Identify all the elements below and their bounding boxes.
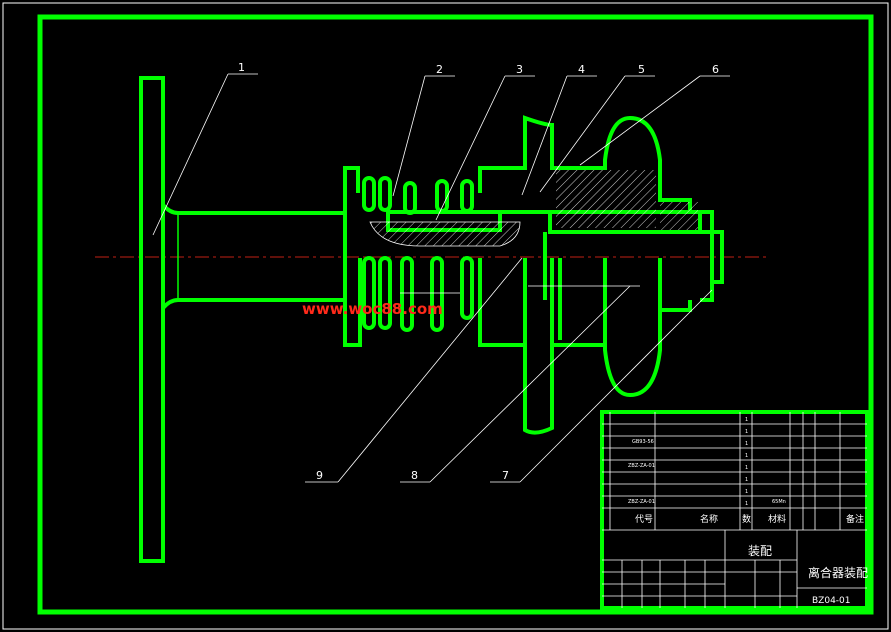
part-row-qty: 1 xyxy=(745,441,748,447)
hatched-hub xyxy=(556,170,656,228)
part-row-qty: 1 xyxy=(745,465,748,471)
balloon-6: 6 xyxy=(712,63,719,76)
part-row-qty: 1 xyxy=(745,489,748,495)
part-row-qty: 1 xyxy=(745,453,748,459)
spring-lower xyxy=(362,256,474,332)
drawing-number: BZ04-01 xyxy=(812,596,851,606)
spring-upper xyxy=(362,176,474,215)
balloon-9: 9 xyxy=(316,469,323,482)
balloon-4: 4 xyxy=(578,63,585,76)
header-qty: 数 xyxy=(742,513,751,525)
balloon-8: 8 xyxy=(411,469,418,482)
watermark: www.woc88.com xyxy=(302,300,443,318)
part-row-qty: 1 xyxy=(745,417,748,423)
hatched-sleeve xyxy=(369,221,521,247)
header-name: 名称 xyxy=(700,513,718,525)
clutch-body xyxy=(343,115,724,435)
balloon-1: 1 xyxy=(238,61,245,74)
part-row-material: 65Mn xyxy=(772,499,786,505)
balloon-5: 5 xyxy=(638,63,645,76)
part-row-code: ZBZ-ZA-01 xyxy=(628,463,655,469)
header-remark: 备注 xyxy=(846,513,864,525)
balloon-7: 7 xyxy=(502,469,509,482)
part-row-qty: 1 xyxy=(745,429,748,435)
part-row-code: ZBZ-ZA-01 xyxy=(628,499,655,505)
title-block: GB93-56 ZBZ-ZA-01 ZBZ-ZA-01 65Mn 1 1 1 1… xyxy=(600,410,869,610)
lower-hub xyxy=(558,258,662,340)
part-row-qty: 1 xyxy=(745,477,748,483)
drawing-border xyxy=(37,14,874,615)
leader-lines xyxy=(152,73,730,483)
balloon-3: 3 xyxy=(516,63,523,76)
assembly-label: 装配 xyxy=(748,544,772,558)
hand-wheel xyxy=(139,76,345,563)
header-material: 材料 xyxy=(768,513,786,525)
hatched-flange xyxy=(660,202,698,230)
part-row-qty: 1 xyxy=(745,501,748,507)
drawing-title: 离合器装配 xyxy=(808,565,868,580)
header-code: 代号 xyxy=(635,514,653,525)
part-row-code: GB93-56 xyxy=(632,439,654,445)
balloon-2: 2 xyxy=(436,63,443,76)
